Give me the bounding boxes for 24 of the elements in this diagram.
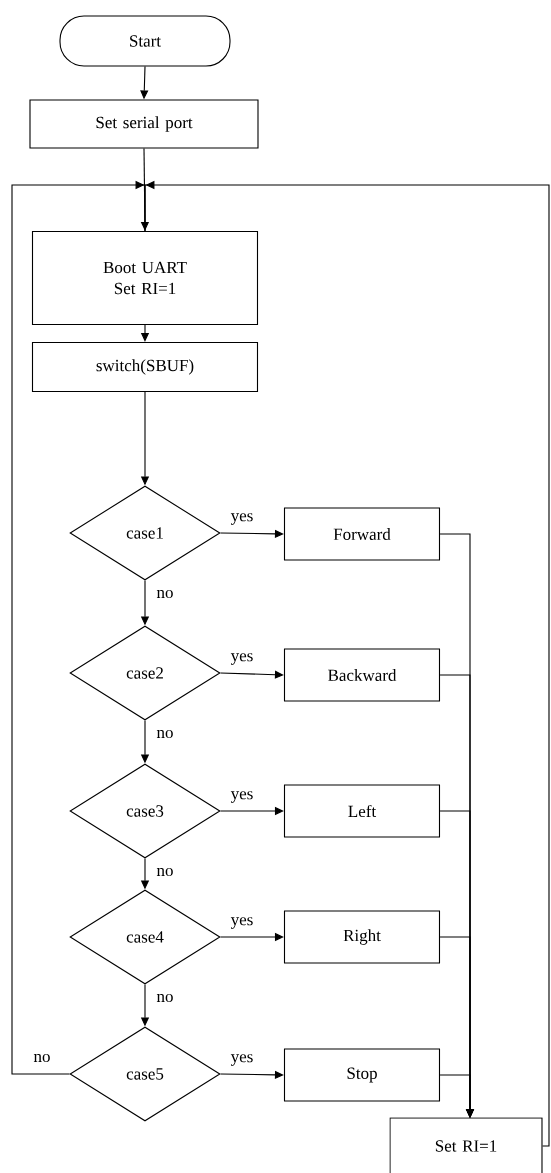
- arrow: [439, 1074, 475, 1118]
- arrow: [11, 180, 146, 1075]
- edge-label: yes: [229, 1053, 255, 1067]
- edge-label: yes: [229, 916, 255, 930]
- edge-label: no: [155, 866, 175, 878]
- process-box: Set serial port: [29, 99, 259, 149]
- process-box: Backward: [283, 648, 441, 702]
- process-box: Set RI=1: [389, 1117, 543, 1173]
- edge-label: no: [32, 1052, 52, 1064]
- edge-label: no: [155, 992, 175, 1004]
- arrow: [220, 670, 284, 679]
- process-box: Stop: [283, 1048, 441, 1102]
- edge-label: no: [155, 588, 175, 600]
- terminal-box: Start: [59, 15, 231, 67]
- process-box: switch(SBUF): [31, 341, 259, 393]
- edge-label: no: [155, 728, 175, 740]
- arrow: [220, 1070, 284, 1079]
- process-box: Boot UART Set RI=1: [31, 230, 259, 326]
- process-box: Right: [283, 910, 441, 964]
- edge-label: yes: [229, 512, 255, 526]
- edge-label: yes: [229, 790, 255, 804]
- process-box: Left: [283, 784, 441, 838]
- edge-label: yes: [229, 652, 255, 666]
- process-box: Forward: [283, 507, 441, 561]
